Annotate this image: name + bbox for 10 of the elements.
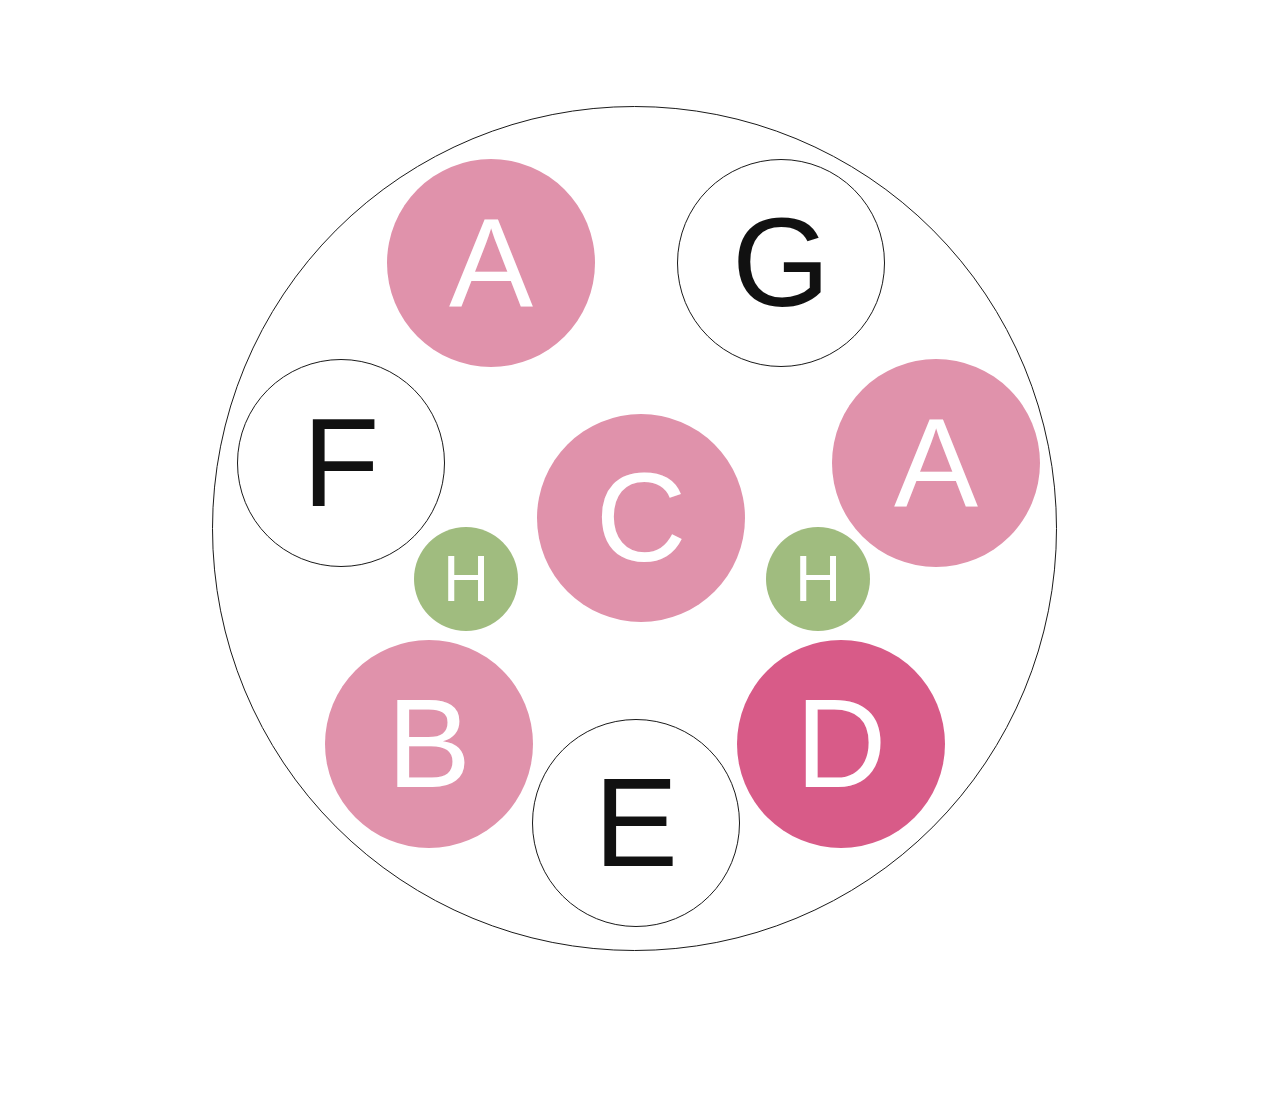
pin-letter: B bbox=[386, 681, 471, 807]
pin-letter: H bbox=[442, 547, 490, 611]
pin-letter: H bbox=[794, 547, 842, 611]
pin-letter: C bbox=[595, 455, 687, 581]
pin-letter: G bbox=[732, 200, 830, 326]
pin-letter: F bbox=[302, 400, 380, 526]
pin-letter: A bbox=[448, 200, 533, 326]
pin-letter: D bbox=[795, 681, 887, 807]
pin-letter: A bbox=[893, 400, 978, 526]
pin-letter: E bbox=[593, 760, 678, 886]
